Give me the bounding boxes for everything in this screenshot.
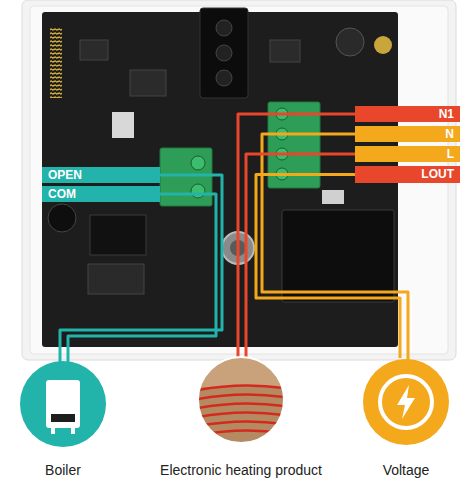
relay-small	[90, 215, 146, 255]
wire	[60, 175, 222, 362]
icon-ring	[380, 376, 432, 428]
terminal-tag: COM	[42, 186, 160, 202]
terminal-label: COM	[48, 187, 76, 202]
bolt-icon	[397, 385, 415, 419]
chip	[80, 40, 108, 60]
coil-core	[230, 240, 246, 256]
screw	[276, 148, 288, 160]
screw	[276, 108, 288, 120]
terminal-tag: N	[355, 126, 460, 142]
terminal-hole	[216, 70, 232, 86]
terminal-hole	[216, 20, 232, 36]
coil-spring	[222, 232, 254, 264]
icon-circle	[363, 359, 449, 445]
terminal-tag: N1	[355, 106, 460, 122]
boiler-icon	[46, 380, 80, 428]
device-label: Electronic heating product	[123, 462, 359, 478]
wire	[256, 175, 400, 359]
screw	[191, 156, 205, 170]
terminal-tag: L	[355, 146, 460, 162]
floor-photo	[198, 357, 284, 443]
screw	[191, 184, 205, 198]
boiler-pipe	[71, 428, 75, 434]
terminal-tag: OPEN	[42, 167, 160, 183]
screw-plate	[322, 190, 344, 204]
chip	[130, 70, 166, 96]
device-icon	[356, 358, 456, 448]
icon-circle	[20, 361, 106, 447]
wire	[68, 194, 216, 362]
device-label: Voltage	[353, 462, 459, 478]
label-patch	[112, 112, 134, 138]
terminal-tag: LOUT	[355, 166, 460, 183]
terminal-label: LOUT	[421, 167, 454, 182]
wire	[238, 114, 355, 358]
terminal-hole	[216, 45, 232, 61]
device-icon	[8, 360, 118, 450]
antenna-spring	[50, 28, 62, 98]
boiler-pipe	[51, 428, 55, 434]
screw	[276, 128, 288, 140]
icon-ring	[198, 357, 284, 443]
boiler-display	[51, 414, 75, 422]
terminal-label: OPEN	[48, 168, 82, 183]
ic-chip	[88, 264, 144, 294]
chip	[270, 40, 300, 62]
relay	[282, 210, 394, 302]
terminal-block-left	[160, 148, 212, 206]
screw	[276, 168, 288, 180]
terminal-block-right	[268, 102, 320, 188]
device-node: Boiler	[5, 360, 121, 478]
terminal-label: N1	[439, 107, 454, 122]
device-node: Voltage	[353, 358, 459, 478]
wire	[246, 154, 355, 360]
buzzer	[48, 204, 76, 232]
device-icon	[126, 356, 356, 446]
terminal-label: N	[445, 127, 454, 142]
capacitor-small	[374, 36, 392, 54]
device-label: Boiler	[5, 462, 121, 478]
terminal-label: L	[447, 147, 454, 162]
device-node: Electronic heating product	[123, 356, 359, 478]
capacitor	[336, 28, 364, 56]
top-terminal	[200, 8, 248, 98]
